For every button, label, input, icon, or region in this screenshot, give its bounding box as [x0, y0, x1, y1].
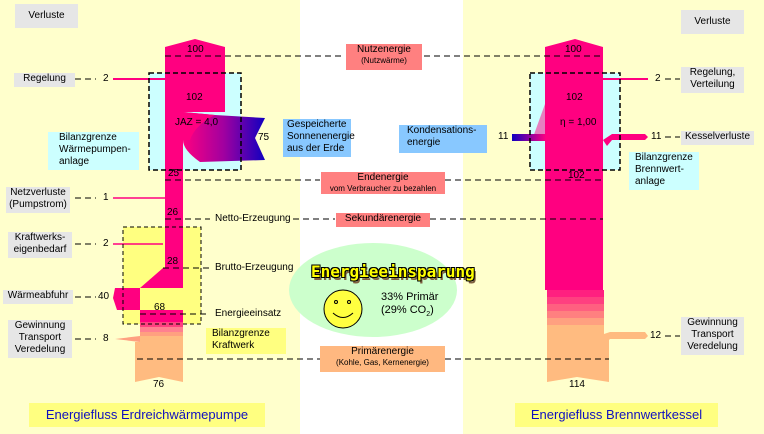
loss-label-gewinnung: Gewinnung Transport Veredelung [8, 320, 72, 358]
right-value-100: 100 [565, 44, 582, 55]
level-lines [75, 55, 680, 360]
left-value-68: 68 [154, 302, 166, 313]
right-value-102: 102 [566, 92, 583, 103]
loss-value-kesselverluste: 11 [651, 131, 662, 142]
endenergie-box: Endenergie vom Verbraucher zu bezahlen [321, 172, 445, 194]
right-losses-header: Verluste [681, 10, 744, 34]
savings-co2-close: ) [430, 304, 434, 316]
loss-label-kesselverluste: Kesselverluste [681, 131, 754, 145]
right-title: Energiefluss Brennwertkessel [515, 403, 718, 427]
loss-label-netzverluste: Netzverluste (Pumpstrom) [6, 187, 70, 213]
loss-value-waermeabfuhr: 40 [98, 291, 110, 302]
loss-value-kraftwerk: 2 [103, 238, 109, 249]
savings-ellipse [289, 243, 457, 337]
savings-headline: Energieeinsparung [311, 262, 475, 281]
left-value-28: 28 [167, 256, 179, 267]
stage-netto: Netto-Erzeugung [215, 213, 291, 224]
right-flow [512, 39, 648, 382]
stage-einsatz: Energieeinsatz [215, 308, 282, 319]
eta-label: η = 1,00 [560, 117, 597, 128]
hp-boundary-label: Bilanzgrenze Wärmepumpen- anlage [48, 132, 139, 170]
loss-value-netzverluste: 1 [103, 192, 109, 203]
savings-co2-text: (29% CO [381, 304, 427, 316]
nutzenergie-box: Nutzenergie (Nutzwärme) [346, 44, 422, 70]
primaerenergie-title: Primärenergie [351, 346, 414, 357]
loss-value-regelung: 2 [103, 73, 109, 84]
left-value-100: 100 [187, 44, 204, 55]
right-value-102-end: 102 [568, 170, 585, 181]
bw-boundary [529, 72, 621, 171]
savings-primary: 33% Primär [381, 291, 439, 303]
left-value-25: 25 [168, 168, 180, 179]
smiley-icon [323, 289, 363, 329]
endenergie-title: Endenergie [357, 172, 409, 183]
kond-value-11: 11 [498, 131, 509, 142]
source-label-erde: Gespeicherte Sonnenenergie aus der Erde [283, 119, 355, 157]
nutzenergie-title: Nutzenergie [357, 44, 411, 55]
stage-brutto: Brutto-Erzeugung [215, 262, 294, 273]
loss-value-regelung-verteilung: 2 [655, 73, 661, 84]
loss-value-gewinnung-right: 12 [650, 330, 662, 341]
savings-co2-sub: 2 [426, 311, 431, 319]
loss-label-regelung: Regelung [14, 73, 75, 87]
loss-value-gewinnung: 8 [103, 333, 109, 344]
endenergie-sub: vom Verbraucher zu bezahlen [329, 184, 437, 193]
loss-label-waermeabfuhr: Wärmeabfuhr [3, 290, 73, 304]
hp-boundary [148, 72, 242, 171]
left-value-102: 102 [186, 92, 203, 103]
right-value-114: 114 [569, 379, 585, 390]
loss-label-kraftwerk: Kraftwerks- eigenbedarf [8, 232, 72, 258]
primaerenergie-sub: (Kohle, Gas, Kernenergie) [336, 358, 429, 367]
savings-co2: (29% CO2) [381, 304, 434, 321]
plant-boundary [122, 226, 202, 325]
plant-boundary-label: Bilanzgrenze Kraftwerk [206, 328, 286, 354]
left-losses-header: Verluste [15, 4, 78, 28]
bw-boundary-label: Bilanzgrenze Brennwert- anlage [629, 152, 699, 190]
jaz-label: JAZ = 4,0 [175, 117, 219, 128]
sekundaerenergie-box: Sekundärenergie [336, 213, 430, 227]
loss-label-gewinnung-right: Gewinnung Transport Veredelung [681, 317, 744, 355]
left-title: Energiefluss Erdreichwärmepumpe [29, 403, 265, 427]
source-value-75: 75 [258, 132, 270, 143]
left-value-26: 26 [167, 207, 179, 218]
nutzenergie-sub: (Nutzwärme) [361, 56, 407, 65]
left-flow [113, 39, 265, 382]
primaerenergie-box: Primärenergie (Kohle, Gas, Kernenergie) [320, 346, 445, 372]
kondensation-label: Kondensations- energie [399, 125, 487, 153]
right-panel [463, 0, 764, 434]
loss-label-regelung-verteilung: Regelung, Verteilung [681, 67, 744, 93]
left-value-76: 76 [153, 379, 165, 390]
